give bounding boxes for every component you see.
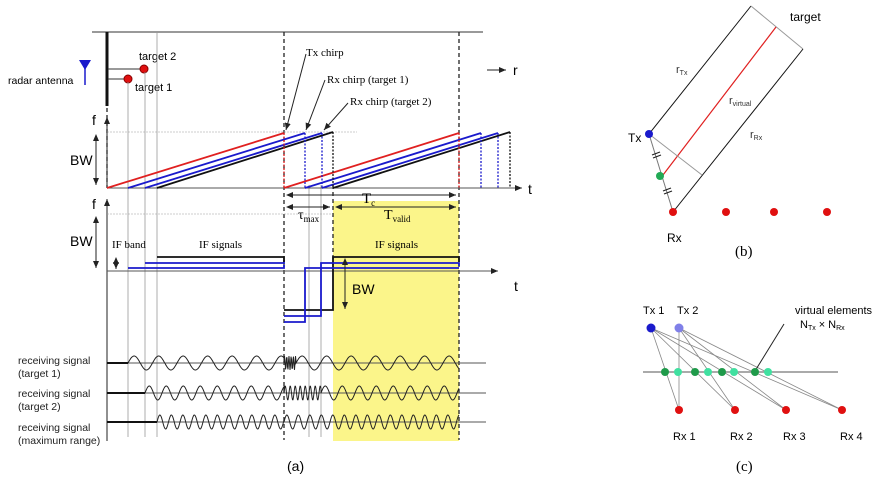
rx-dot (770, 208, 778, 216)
panel-c: Tx 1 Tx 2 Rx 1 Rx 2 Rx 3 Rx 4 virtual el… (643, 305, 873, 475)
target-label: target (790, 10, 821, 24)
tx-rx-path (678, 327, 843, 411)
svg-text:(target 2): (target 2) (18, 401, 61, 413)
tx-rx-path (650, 327, 787, 411)
rx4-dot (838, 406, 846, 414)
tx-label: Tx (628, 131, 641, 145)
tx-chirp-label: Tx chirp (306, 47, 344, 59)
wavefront (648, 133, 703, 176)
t-axis-label-1: t (528, 181, 532, 197)
valid-window (333, 201, 459, 441)
svg-text:(target 1): (target 1) (18, 368, 61, 380)
rx-label: Rx (667, 231, 682, 245)
virtual-element-dot (751, 368, 759, 376)
rx4-label: Rx 4 (840, 431, 863, 443)
rx-dot (722, 208, 730, 216)
equal-marks (651, 151, 673, 195)
receiving-signal-waves (107, 355, 486, 430)
caption-c: (c) (736, 459, 753, 475)
rx3-dot (782, 406, 790, 414)
caption-b: (b) (735, 244, 753, 260)
r-axis-label: r (513, 62, 518, 78)
bw-label-2: BW (70, 233, 93, 249)
rx-dot (669, 208, 677, 216)
receiving-signal-wave-3 (156, 414, 460, 430)
svg-text:receiving signal: receiving signal (18, 422, 90, 434)
rx-chirp-t2-label: Rx chirp (target 2) (350, 96, 432, 108)
virtual-elements-label: virtual elements (795, 305, 873, 317)
r-virtual-line (662, 26, 777, 176)
guide-lines (127, 32, 322, 437)
virtual-dot (656, 172, 664, 180)
tmax-label: τmax (298, 208, 320, 224)
radar-antenna-label: radar antenna (8, 75, 74, 87)
tx-rx-path (650, 327, 843, 411)
rx2-label: Rx 2 (730, 431, 753, 443)
tx1-label: Tx 1 (643, 305, 664, 317)
if-levels (128, 256, 460, 323)
target-edge (750, 5, 804, 50)
tx2-label: Tx 2 (677, 305, 698, 317)
bw-label-3: BW (352, 281, 375, 297)
if-signals-label-2: IF signals (375, 239, 418, 251)
if-signals-label-1: IF signals (199, 239, 242, 251)
r-tx-label: rTx (676, 64, 688, 77)
virtual-formula: NTx×NRx (800, 319, 845, 332)
virtual-element-dot (704, 368, 712, 376)
r-virtual-label: rvirtual (729, 95, 752, 108)
target1-dot (123, 74, 133, 84)
rx-dot (823, 208, 831, 216)
if-band-label: IF band (112, 239, 146, 251)
rx3-label: Rx 3 (783, 431, 806, 443)
rx-chirp-t1-pointer (305, 79, 326, 131)
target1-label: target 1 (135, 82, 172, 94)
rx1-dot (675, 406, 683, 414)
r-tx-line (648, 5, 752, 135)
rx-chirp-t2-lines (144, 132, 499, 189)
rx-chirp-t1-label: Rx chirp (target 1) (327, 74, 409, 86)
rx1-label: Rx 1 (673, 431, 696, 443)
r-rx-label: rRx (750, 129, 763, 142)
f-axis-label-1: f (92, 112, 96, 128)
svg-text:receiving signal: receiving signal (18, 388, 90, 400)
tx-chirp-lines (106, 132, 460, 189)
chirp-drops (283, 132, 511, 188)
tx-dot (645, 130, 653, 138)
svg-text:receiving signal: receiving signal (18, 355, 90, 367)
receiving-signal-labels: receiving signal (target 1) receiving si… (18, 355, 100, 447)
rx-chirp-t2-pointer (323, 102, 349, 131)
virtual-element-dot (674, 368, 682, 376)
target2-dot (139, 64, 149, 74)
virtual-element-dot (691, 368, 699, 376)
svg-text:(maximum range): (maximum range) (18, 435, 100, 447)
receiving-signal-wave-2 (144, 385, 460, 401)
tvalid-label: Tvalid (384, 208, 411, 224)
t-axis-label-2: t (514, 278, 518, 294)
tc-label: Tc (362, 191, 375, 208)
panel-a: r radar antenna target 2 target 1 f (8, 31, 532, 474)
virtual-element-dot (661, 368, 669, 376)
receiving-signal-wave-1 (127, 355, 460, 371)
tx1-dot (646, 323, 656, 333)
virtual-element-dot (730, 368, 738, 376)
tx2-dot (674, 323, 684, 333)
rx2-dot (731, 406, 739, 414)
f-axis-label-2: f (92, 196, 96, 212)
rx-chirp-t1-lines (127, 132, 482, 189)
virtual-element-dot (718, 368, 726, 376)
bw-label-1: BW (70, 152, 93, 168)
virtual-pointer (754, 323, 785, 372)
virtual-element-dot (764, 368, 772, 376)
r-rx-line (672, 48, 804, 213)
target2-label: target 2 (139, 51, 176, 63)
panel-b: target rTx rvirtual rRx Tx Rx (b) (628, 5, 831, 260)
caption-a: (a) (287, 458, 304, 474)
tx-chirp-pointer (284, 53, 307, 131)
antenna-icon (79, 60, 91, 70)
